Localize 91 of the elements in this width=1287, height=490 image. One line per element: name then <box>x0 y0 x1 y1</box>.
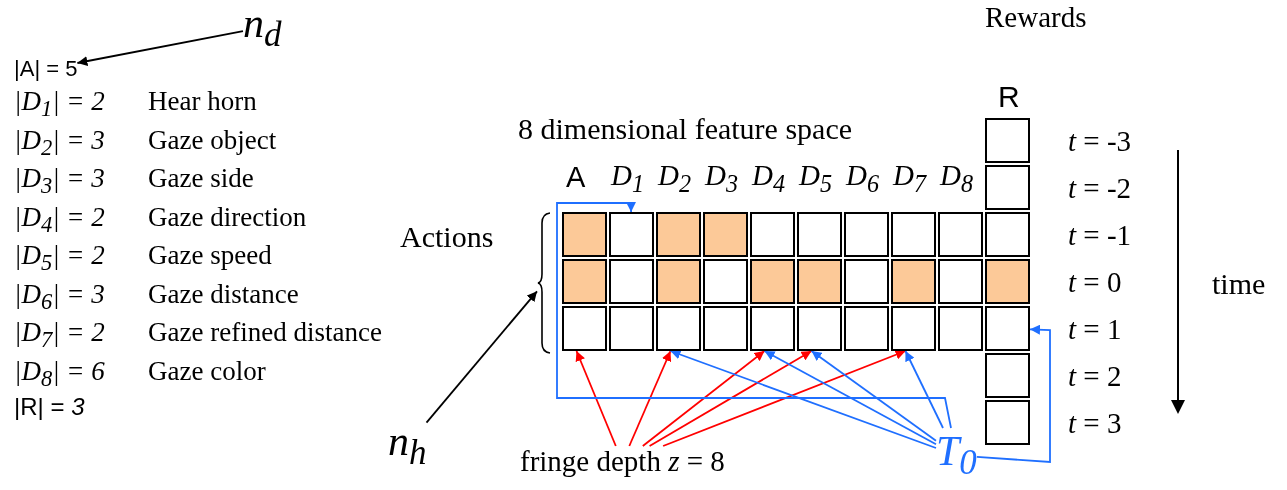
row-group-label: Actions <box>400 220 494 253</box>
time-step-label: t = 0 <box>1068 267 1122 299</box>
grid-cell <box>938 259 983 304</box>
grid-cell <box>562 212 607 257</box>
cardinality-formula: |D$_{7}$| = 2 <box>14 318 105 354</box>
grid-cell <box>750 259 795 304</box>
dimension-name: Gaze color <box>148 356 266 387</box>
grid-cell <box>609 212 654 257</box>
grid-cell <box>797 259 842 304</box>
arrow <box>810 350 937 442</box>
column-header: A <box>566 162 586 194</box>
column-header: D$_{2}$ <box>658 160 692 198</box>
grid-cell <box>562 259 607 304</box>
grid-cell <box>985 259 1030 304</box>
grid-cell <box>844 259 889 304</box>
cardinality-formula: |D$_{1}$| = 2 <box>14 87 105 123</box>
grid-cell <box>985 165 1030 210</box>
arrow <box>425 290 538 424</box>
dimension-name: Gaze refined distance <box>148 318 382 348</box>
grid-cell <box>891 212 936 257</box>
grid-cell <box>703 212 748 257</box>
grid-cell <box>844 306 889 351</box>
grid-cell <box>797 212 842 257</box>
grid-cell <box>891 259 936 304</box>
cardinality-formula: |D$_{6}$| = 3 <box>14 279 105 315</box>
grid-cell <box>703 306 748 351</box>
cardinality-formula: |A| = 5 <box>14 57 78 82</box>
grid-cell <box>891 306 936 351</box>
grid-cell <box>656 259 701 304</box>
grid-cell <box>656 212 701 257</box>
arrow <box>556 201 952 429</box>
dimension-name: Gaze object <box>148 125 277 156</box>
arrow <box>976 324 1051 463</box>
grid-cell <box>750 306 795 351</box>
grid-cell <box>609 306 654 351</box>
grid-cell <box>938 306 983 351</box>
time-step-label: t = 3 <box>1068 408 1122 440</box>
grid-cell <box>938 212 983 257</box>
grid-cell <box>562 306 607 351</box>
column-header: D$_{8}$ <box>940 160 974 198</box>
column-title: Rewards <box>985 2 1087 34</box>
arrow <box>669 349 937 449</box>
dimension-name: Gaze direction <box>148 202 307 233</box>
arrow <box>76 30 244 66</box>
dimension-name: Gaze side <box>148 164 254 194</box>
column-header: D$_{5}$ <box>799 160 833 198</box>
curly-brace <box>537 212 551 354</box>
symbol-label: n$_{d}$ <box>243 0 282 55</box>
grid-cell <box>985 118 1030 163</box>
column-header: D$_{6}$ <box>846 160 880 198</box>
grid-cell <box>797 306 842 351</box>
arrow <box>648 350 813 447</box>
grid-cell <box>844 212 889 257</box>
column-header: D$_{4}$ <box>752 160 786 198</box>
column-header: D$_{1}$ <box>611 160 645 198</box>
panel-title: 8 dimensional feature space <box>518 112 853 145</box>
arrow <box>628 350 672 447</box>
grid-cell <box>656 306 701 351</box>
grid-cell <box>750 212 795 257</box>
cardinality-formula: |D$_{4}$| = 2 <box>14 202 105 238</box>
arrow <box>662 350 907 447</box>
cardinality-formula: |D$_{5}$| = 2 <box>14 241 105 277</box>
dimension-name: Gaze distance <box>148 279 299 310</box>
time-step-label: t = -3 <box>1068 126 1132 158</box>
axis-label: time <box>1212 267 1266 300</box>
column-header: D$_{7}$ <box>893 160 927 198</box>
dimension-name: Hear horn <box>148 87 257 117</box>
time-step-label: t = -1 <box>1068 220 1132 252</box>
grid-cell <box>703 259 748 304</box>
arrow <box>763 350 937 446</box>
column-header: R <box>998 80 1020 113</box>
column-header: D$_{3}$ <box>705 160 739 198</box>
grid-cell <box>985 212 1030 257</box>
time-step-label: t = 2 <box>1068 361 1122 393</box>
annotation-label: fringe depth z = 8 <box>520 446 725 478</box>
time-step-label: t = -2 <box>1068 173 1132 205</box>
time-step-label: t = 1 <box>1068 314 1122 346</box>
cardinality-formula: |D$_{2}$| = 3 <box>14 125 105 161</box>
cardinality-formula: |D$_{8}$| = 6 <box>14 356 105 392</box>
grid-cell <box>609 259 654 304</box>
arrow <box>904 350 944 429</box>
dimension-name: Gaze speed <box>148 241 272 271</box>
arrow <box>575 350 617 447</box>
grid-cell <box>985 353 1030 398</box>
arrow <box>641 350 766 447</box>
cardinality-formula: |D$_{3}$| = 3 <box>14 164 105 200</box>
cardinality-formula: |R| = 3 <box>14 394 85 421</box>
symbol-label: T$_{0}$ <box>936 428 977 483</box>
grid-cell <box>985 306 1030 351</box>
symbol-label: n$_{h}$ <box>388 418 427 473</box>
grid-cell <box>985 400 1030 445</box>
